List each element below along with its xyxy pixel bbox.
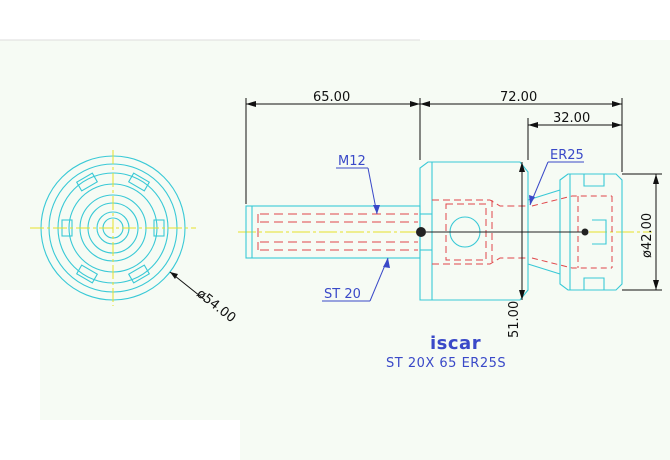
collet-diameter-dimension: ø42.00 bbox=[640, 213, 655, 258]
shank-callout-label: ST 20 bbox=[324, 287, 361, 302]
collet-length-dimension: 32.00 bbox=[553, 111, 590, 126]
overall-left-dimension: 65.00 bbox=[313, 90, 350, 105]
nut-slot bbox=[127, 172, 151, 192]
shank-thread-hidden bbox=[257, 213, 418, 251]
hidden-line bbox=[531, 195, 612, 207]
nut-slot-bottom bbox=[583, 277, 605, 290]
paper-notch-left bbox=[0, 290, 40, 420]
nut-slot bbox=[127, 264, 151, 284]
arrowhead bbox=[529, 195, 535, 205]
arrowhead bbox=[246, 101, 256, 107]
nut-slot bbox=[75, 172, 99, 192]
arrowhead bbox=[653, 174, 659, 184]
flange-diameter-arrow bbox=[170, 272, 178, 279]
thread-end-marker bbox=[416, 227, 426, 237]
part-code-label: ST 20X 65 ER25S bbox=[386, 356, 506, 371]
paper-margin-bottom-left bbox=[0, 420, 240, 460]
arrowhead bbox=[653, 280, 659, 290]
arrowhead bbox=[528, 122, 538, 128]
arrowhead bbox=[612, 101, 622, 107]
arrowhead bbox=[519, 290, 525, 300]
callout-arrows bbox=[373, 195, 535, 268]
arrowhead bbox=[612, 122, 622, 128]
holder-body bbox=[419, 161, 561, 301]
end-view-centerlines bbox=[30, 150, 196, 306]
body-outline bbox=[419, 161, 529, 301]
brand-logo-text: iscar bbox=[430, 333, 481, 354]
dimension-arrows bbox=[246, 101, 659, 300]
thread-callout-label: M12 bbox=[338, 154, 366, 169]
hidden-line bbox=[531, 257, 612, 269]
hidden-line bbox=[432, 199, 528, 207]
hidden-line bbox=[432, 257, 528, 265]
nut-slot-top bbox=[583, 174, 605, 187]
arrowhead bbox=[383, 258, 390, 268]
arrowhead bbox=[519, 162, 525, 172]
nut-slot-middle bbox=[592, 219, 607, 245]
nut-slot bbox=[75, 264, 99, 284]
brand-logo: iscar bbox=[430, 333, 481, 354]
overall-right-dimension: 72.00 bbox=[500, 90, 537, 105]
arrowhead bbox=[410, 101, 420, 107]
paper-margin-top bbox=[0, 0, 670, 40]
arrowhead bbox=[373, 205, 380, 214]
body-width-dimension: 51.00 bbox=[507, 301, 522, 338]
dimension-lines bbox=[245, 98, 662, 300]
arrowhead bbox=[420, 101, 430, 107]
collet-callout-label: ER25 bbox=[550, 148, 584, 163]
